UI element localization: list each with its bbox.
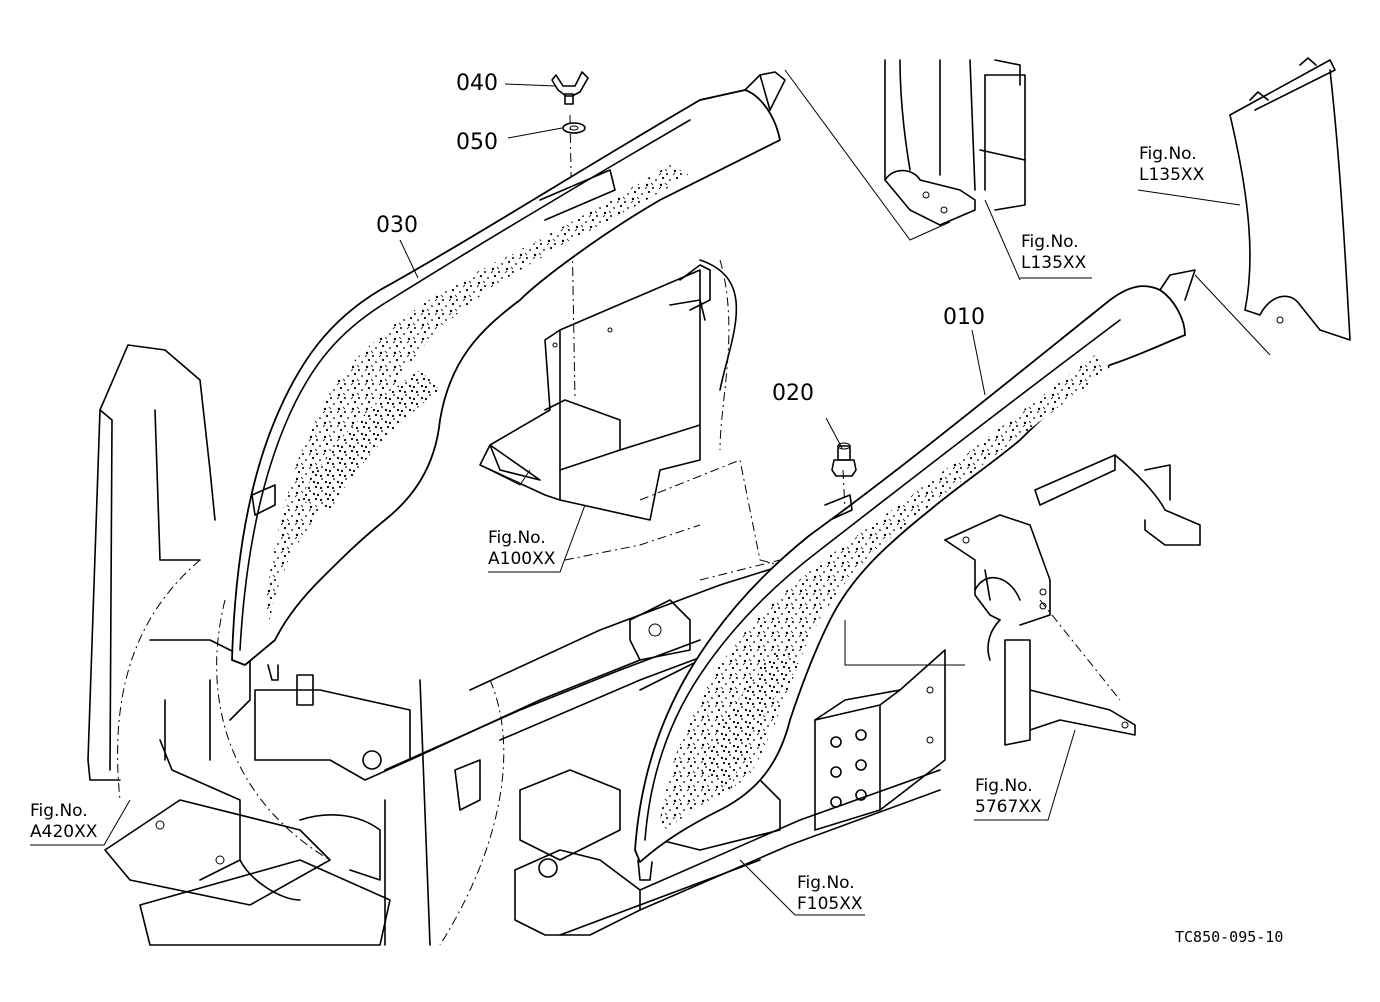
fig-ref-l135-top[interactable]: Fig.No. L135XX: [1021, 232, 1086, 274]
part-label-020[interactable]: 020: [772, 381, 814, 406]
step-mat-010: [634, 269, 1196, 881]
part-label-050[interactable]: 050: [456, 130, 498, 155]
fig-ref-5767[interactable]: Fig.No. 5767XX: [975, 776, 1042, 818]
fig-prefix: Fig.No.: [1139, 144, 1197, 164]
fig-prefix: Fig.No.: [30, 801, 88, 821]
fig-code: A100XX: [488, 549, 556, 569]
fig-code: L135XX: [1139, 165, 1205, 185]
fig-ref-a420[interactable]: Fig.No. A420XX: [30, 801, 97, 843]
bracket-a100: [479, 259, 738, 521]
fig-prefix: Fig.No.: [1021, 232, 1079, 252]
leader-lines: [30, 69, 1271, 916]
fig-prefix: Fig.No.: [488, 528, 546, 548]
detail-l135-right: [1229, 57, 1351, 341]
fig-ref-l135-right[interactable]: Fig.No. L135XX: [1139, 144, 1204, 186]
hardware: [551, 71, 857, 477]
fig-prefix: Fig.No.: [797, 873, 855, 893]
part-label-040[interactable]: 040: [456, 71, 498, 96]
fig-prefix: Fig.No.: [975, 776, 1033, 796]
part-label-010[interactable]: 010: [943, 305, 985, 330]
step-mat-030: [231, 71, 786, 681]
fig-code: A420XX: [30, 822, 98, 842]
bracket-5767: [944, 454, 1201, 746]
detail-l135-top: [884, 59, 1026, 226]
fig-ref-f105[interactable]: Fig.No. F105XX: [797, 873, 863, 915]
fig-code: F105XX: [797, 894, 863, 914]
fig-ref-a100[interactable]: Fig.No. A100XX: [488, 528, 555, 570]
fig-code: L135XX: [1021, 253, 1087, 273]
drawing-code: TC850-095-10: [1175, 928, 1284, 946]
part-label-030[interactable]: 030: [376, 213, 418, 238]
frame-structure: [87, 344, 946, 946]
fig-code: 5767XX: [975, 797, 1042, 817]
